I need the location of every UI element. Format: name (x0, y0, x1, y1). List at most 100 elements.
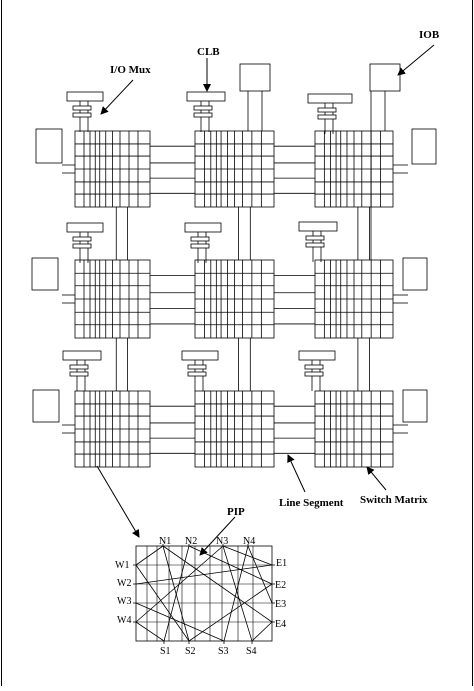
switch-matrix-block (314, 130, 394, 208)
io-mux (72, 105, 92, 111)
pip-connection (222, 545, 273, 566)
pip-connection (223, 545, 249, 642)
io-mux (72, 236, 92, 242)
switch-matrix-block (194, 259, 275, 339)
pin-label-w4: W4 (117, 615, 131, 626)
switch-matrix-detail (133, 544, 275, 644)
pip-connection (135, 621, 165, 642)
pip-connection (188, 583, 273, 642)
iob-block (369, 63, 401, 92)
pin-label-s3: S3 (218, 646, 229, 657)
io-mux-callout-arrow (100, 79, 134, 115)
pin-label-e1: E1 (276, 558, 287, 569)
clb-block (298, 350, 336, 361)
switch-matrix-block (314, 390, 394, 468)
pin-label-e3: E3 (275, 599, 286, 610)
iob-block (31, 257, 59, 291)
switch-matrix-block (314, 259, 394, 339)
pin-label-s4: S4 (246, 646, 257, 657)
clb-assembly (181, 350, 219, 391)
io-mux (69, 364, 89, 370)
io-mux (187, 371, 207, 377)
pip-connection (135, 545, 164, 566)
clb-assembly (66, 222, 104, 263)
clb-block (66, 222, 104, 233)
pip-connection (163, 545, 190, 642)
iob-callout-arrow (397, 44, 435, 76)
iob-block (32, 389, 60, 423)
io-mux (187, 364, 207, 370)
pip-connection (135, 602, 225, 642)
pin-label-e2: E2 (275, 580, 286, 591)
io-mux (305, 235, 325, 241)
iob-label: IOB (419, 29, 440, 41)
io-mux-label: I/O Mux (110, 64, 151, 76)
iob-block (411, 128, 437, 165)
clb-block (307, 93, 353, 104)
pip-connection (162, 545, 273, 623)
io-mux (304, 371, 324, 377)
io-mux (69, 371, 89, 377)
pin-label-s1: S1 (160, 646, 171, 657)
zoom-callout-arrow (96, 465, 140, 538)
switch-matrix-block (74, 259, 151, 339)
pip-callout-arrow (199, 516, 236, 556)
iob-block (35, 128, 63, 164)
pin-label-w2: W2 (117, 578, 131, 589)
io-mux (190, 243, 210, 249)
io-mux (72, 112, 92, 118)
switch-matrix-block (74, 390, 151, 468)
clb-block (186, 91, 226, 102)
iob-block (402, 389, 428, 423)
clb-label: CLB (197, 46, 220, 58)
switch-matrix-block (194, 130, 275, 208)
pin-label-e4: E4 (275, 619, 286, 630)
clb-block (62, 350, 102, 361)
clb-block (66, 91, 104, 102)
pin-label-w1: W1 (115, 560, 129, 571)
io-mux (305, 242, 325, 248)
clb-assembly (298, 221, 338, 262)
switch-matrix-label: Switch Matrix (360, 494, 428, 506)
clb-assembly (66, 91, 104, 132)
io-mux (193, 112, 213, 118)
line-segment-callout-arrow (287, 454, 306, 493)
pin-label-n2: N2 (185, 536, 197, 547)
clb-block (181, 350, 219, 361)
clb-assembly (184, 222, 222, 263)
switch-matrix-callout-arrow (366, 466, 387, 491)
switch-matrix-block (194, 390, 275, 468)
switch-matrix-block (74, 130, 151, 208)
pip-connection (251, 621, 273, 642)
io-mux (193, 105, 213, 111)
clb-assembly (307, 93, 353, 134)
iob-block (239, 63, 271, 92)
pip-label: PIP (227, 506, 245, 518)
pip-connection (135, 564, 273, 585)
clb-block (184, 222, 222, 233)
pip-connection (135, 564, 190, 642)
line-segment-label: Line Segment (279, 497, 344, 509)
io-mux (304, 364, 324, 370)
pin-label-n4: N4 (243, 536, 255, 547)
pip-connection (247, 545, 273, 604)
pin-label-n1: N1 (159, 536, 171, 547)
io-mux (190, 236, 210, 242)
io-mux (317, 107, 337, 113)
io-mux (72, 243, 92, 249)
clb-assembly (62, 350, 102, 391)
pin-label-n3: N3 (216, 536, 228, 547)
detail-outline (135, 545, 273, 642)
pin-label-w3: W3 (117, 596, 131, 607)
pin-label-s2: S2 (185, 646, 196, 657)
pip-connection (162, 545, 190, 642)
clb-assembly (186, 91, 226, 132)
pip-connection (222, 545, 253, 642)
iob-block (402, 257, 428, 291)
clb-block (298, 221, 338, 232)
io-mux (317, 114, 337, 120)
clb-assembly (298, 350, 336, 391)
fpga-routing-fabric (31, 63, 437, 468)
